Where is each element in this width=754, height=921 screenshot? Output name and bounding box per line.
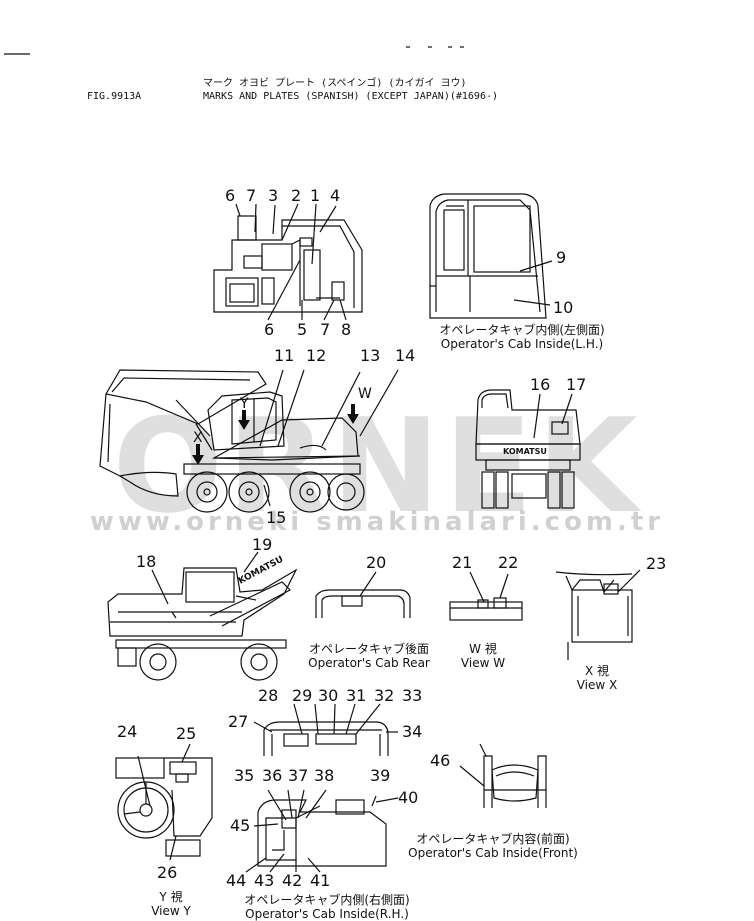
caption-cab-rh-jp: オペレータキャブ内側(右側面) xyxy=(244,893,410,907)
caption-cab-rh: オペレータキャブ内側(右側面) Operator's Cab Inside(R.… xyxy=(222,893,432,921)
view-y xyxy=(115,743,213,861)
cab-front-panel xyxy=(253,703,398,756)
callout-43: 43 xyxy=(254,871,275,890)
cab-lh-outer-view xyxy=(429,193,553,319)
callout-11: 11 xyxy=(274,346,295,365)
caption-cab-front: オペレータキャブ内容(前面) Operator's Cab Inside(Fro… xyxy=(388,832,598,860)
callout-5: 5 xyxy=(297,320,308,339)
caption-cab-rear-jp: オペレータキャブ後面 xyxy=(308,642,429,656)
callout-4: 4 xyxy=(330,186,341,205)
callout-21: 21 xyxy=(452,553,473,572)
callout-27: 27 xyxy=(228,712,249,731)
callout-12: 12 xyxy=(306,346,327,365)
callout-8: 8 xyxy=(341,320,352,339)
callout-14: 14 xyxy=(395,346,416,365)
callout-46: 46 xyxy=(430,751,451,770)
callout-19: 19 xyxy=(252,535,273,554)
caption-view-w-jp: W 視 xyxy=(469,642,497,656)
caption-cab-lh: オペレータキャブ内側(左側面) Operator's Cab Inside(L.… xyxy=(422,323,622,351)
callout-30: 30 xyxy=(318,686,339,705)
callout-35: 35 xyxy=(234,766,255,785)
caption-view-y-jp: Y 視 xyxy=(159,890,183,904)
callout-36: 36 xyxy=(262,766,283,785)
callout-1: 1 xyxy=(310,186,321,205)
callout-16: 16 xyxy=(530,375,551,394)
scan-marks xyxy=(4,46,464,55)
caption-view-x: X 視 View X xyxy=(562,664,632,692)
caption-view-w-en: View W xyxy=(460,656,506,670)
figure-number: FIG.9913A xyxy=(87,91,142,102)
callout-25: 25 xyxy=(176,724,197,743)
callout-41: 41 xyxy=(310,871,331,890)
seat-view xyxy=(459,743,547,808)
caption-cab-rh-en: Operator's Cab Inside(R.H.) xyxy=(245,907,409,921)
caption-cab-lh-jp: オペレータキャブ内側(左側面) xyxy=(439,323,605,337)
callout-10: 10 xyxy=(553,298,574,317)
view-x xyxy=(555,569,641,660)
caption-view-x-jp: X 視 xyxy=(584,664,610,678)
callout-22: 22 xyxy=(498,553,519,572)
callout-33: 33 xyxy=(402,686,423,705)
watermark-url: www.orneki smakinalari.com.tr xyxy=(89,507,665,537)
cab-rh-view xyxy=(245,789,399,873)
view-letter-w: W xyxy=(358,386,372,402)
caption-cab-rear-en: Operator's Cab Rear xyxy=(308,656,430,670)
callout-31: 31 xyxy=(346,686,367,705)
excavator-rear-view xyxy=(475,389,581,509)
view-w xyxy=(449,571,523,621)
callout-6: 6 xyxy=(225,186,236,205)
callout-28: 28 xyxy=(258,686,279,705)
view-letter-x: X xyxy=(193,430,203,446)
excavator-side-view xyxy=(99,369,399,513)
caption-cab-lh-en: Operator's Cab Inside(L.H.) xyxy=(440,337,604,351)
title-english: MARKS AND PLATES (SPANISH) (EXCEPT JAPAN… xyxy=(203,91,499,102)
callout-6-lower: 6 xyxy=(264,320,275,339)
callout-32: 32 xyxy=(374,686,395,705)
caption-view-y-en: View Y xyxy=(151,904,191,918)
callout-42: 42 xyxy=(282,871,303,890)
callout-26: 26 xyxy=(157,863,178,882)
callout-17: 17 xyxy=(566,375,587,394)
callout-39: 39 xyxy=(370,766,391,785)
callout-18: 18 xyxy=(136,552,157,571)
callout-34: 34 xyxy=(402,722,423,741)
caption-view-x-en: View X xyxy=(576,678,618,692)
callout-38: 38 xyxy=(314,766,335,785)
watermark-logo: ORNEK xyxy=(112,390,642,542)
caption-view-y: Y 視 View Y xyxy=(136,890,206,918)
callout-13: 13 xyxy=(360,346,381,365)
callout-23: 23 xyxy=(646,554,667,573)
callout-40: 40 xyxy=(398,788,419,807)
caption-cab-rear: オペレータキャブ後面 Operator's Cab Rear xyxy=(284,642,454,670)
callout-7: 7 xyxy=(246,186,257,205)
callout-3: 3 xyxy=(268,186,279,205)
caption-cab-front-en: Operator's Cab Inside(Front) xyxy=(408,846,578,860)
callout-9: 9 xyxy=(556,248,567,267)
callout-24: 24 xyxy=(117,722,138,741)
cab-rear-view xyxy=(315,571,411,618)
excavator-side-view-2 xyxy=(107,551,298,681)
callout-29: 29 xyxy=(292,686,313,705)
callout-15: 15 xyxy=(266,508,287,527)
caption-cab-front-jp: オペレータキャブ内容(前面) xyxy=(416,832,570,846)
view-arrows[interactable] xyxy=(192,404,359,465)
brand-label-rear: KOMATSU xyxy=(503,447,547,456)
view-letter-y: Y xyxy=(240,396,249,412)
callout-44: 44 xyxy=(226,871,247,890)
cab-lh-inner-view xyxy=(213,203,363,321)
callout-2: 2 xyxy=(291,186,302,205)
callout-37: 37 xyxy=(288,766,309,785)
caption-view-w: W 視 View W xyxy=(448,642,518,670)
callout-7-lower: 7 xyxy=(320,320,331,339)
callout-45: 45 xyxy=(230,816,251,835)
title-japanese: マーク オヨビ プレート (スペインゴ) (カイガイ ヨウ) xyxy=(203,78,467,89)
callout-20: 20 xyxy=(366,553,387,572)
